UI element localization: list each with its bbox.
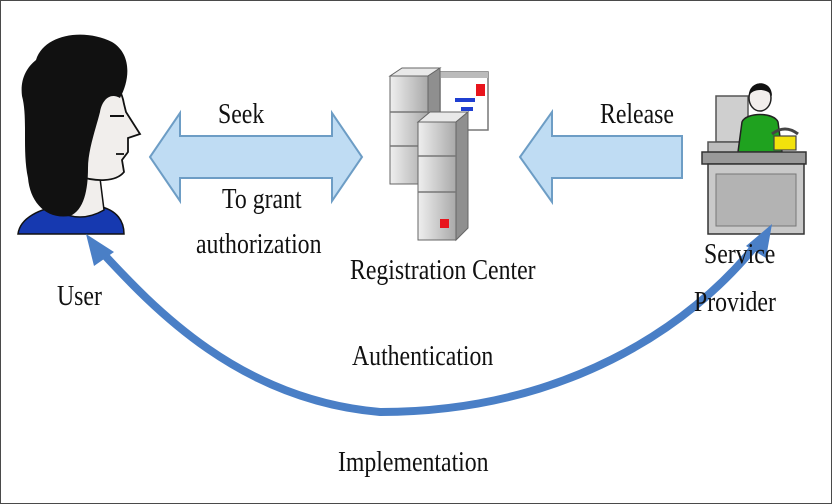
label-registration-center: Registration Center: [350, 254, 536, 286]
server-towers-icon: [388, 67, 489, 242]
server-front: [416, 110, 470, 242]
label-provider: Provider: [694, 286, 776, 318]
label-service: Service: [704, 238, 776, 270]
provider-person: [737, 83, 783, 153]
release-arrow: [518, 108, 683, 206]
label-user: User: [57, 280, 102, 312]
label-authentication: Authentication: [352, 340, 494, 372]
user-head-icon: [17, 34, 142, 235]
label-release: Release: [600, 98, 674, 130]
user-hair: [21, 34, 128, 217]
person-at-desk-icon: [701, 83, 807, 235]
arrowhead-user: [86, 234, 114, 266]
label-seek: Seek: [218, 98, 265, 130]
implementation-curve: [94, 236, 764, 417]
label-authorization: authorization: [196, 228, 322, 260]
arrowhead-provider: [746, 224, 772, 258]
desk-phone: [771, 127, 799, 151]
seek-grant-double-arrow: [148, 109, 364, 205]
desk: [701, 151, 807, 235]
label-implementation: Implementation: [338, 446, 489, 478]
label-to-grant: To grant: [222, 183, 302, 215]
